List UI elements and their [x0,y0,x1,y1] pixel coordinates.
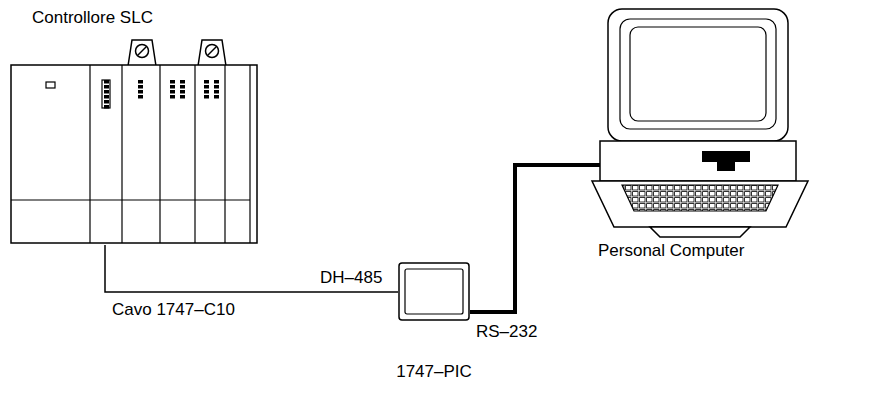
plc-controller: Controllore SLC [10,0,260,245]
connection-label: RS–232 [474,322,539,342]
node-label: Personal Computer [598,241,744,261]
interface-box-drawing [398,262,470,322]
connection-label: DH–485 [318,268,384,288]
interface-module: 1747–PIC [398,262,470,384]
node-label: 1747–PIC [383,362,485,382]
cable-label: Cavo 1747–C10 [110,300,237,320]
slc-chassis-drawing [10,0,260,245]
network-cable [105,245,398,292]
personal-computer: Personal Computer [590,5,815,267]
node-label: Controllore SLC [32,8,153,28]
computer-drawing [590,5,815,241]
serial-cable [470,165,590,312]
